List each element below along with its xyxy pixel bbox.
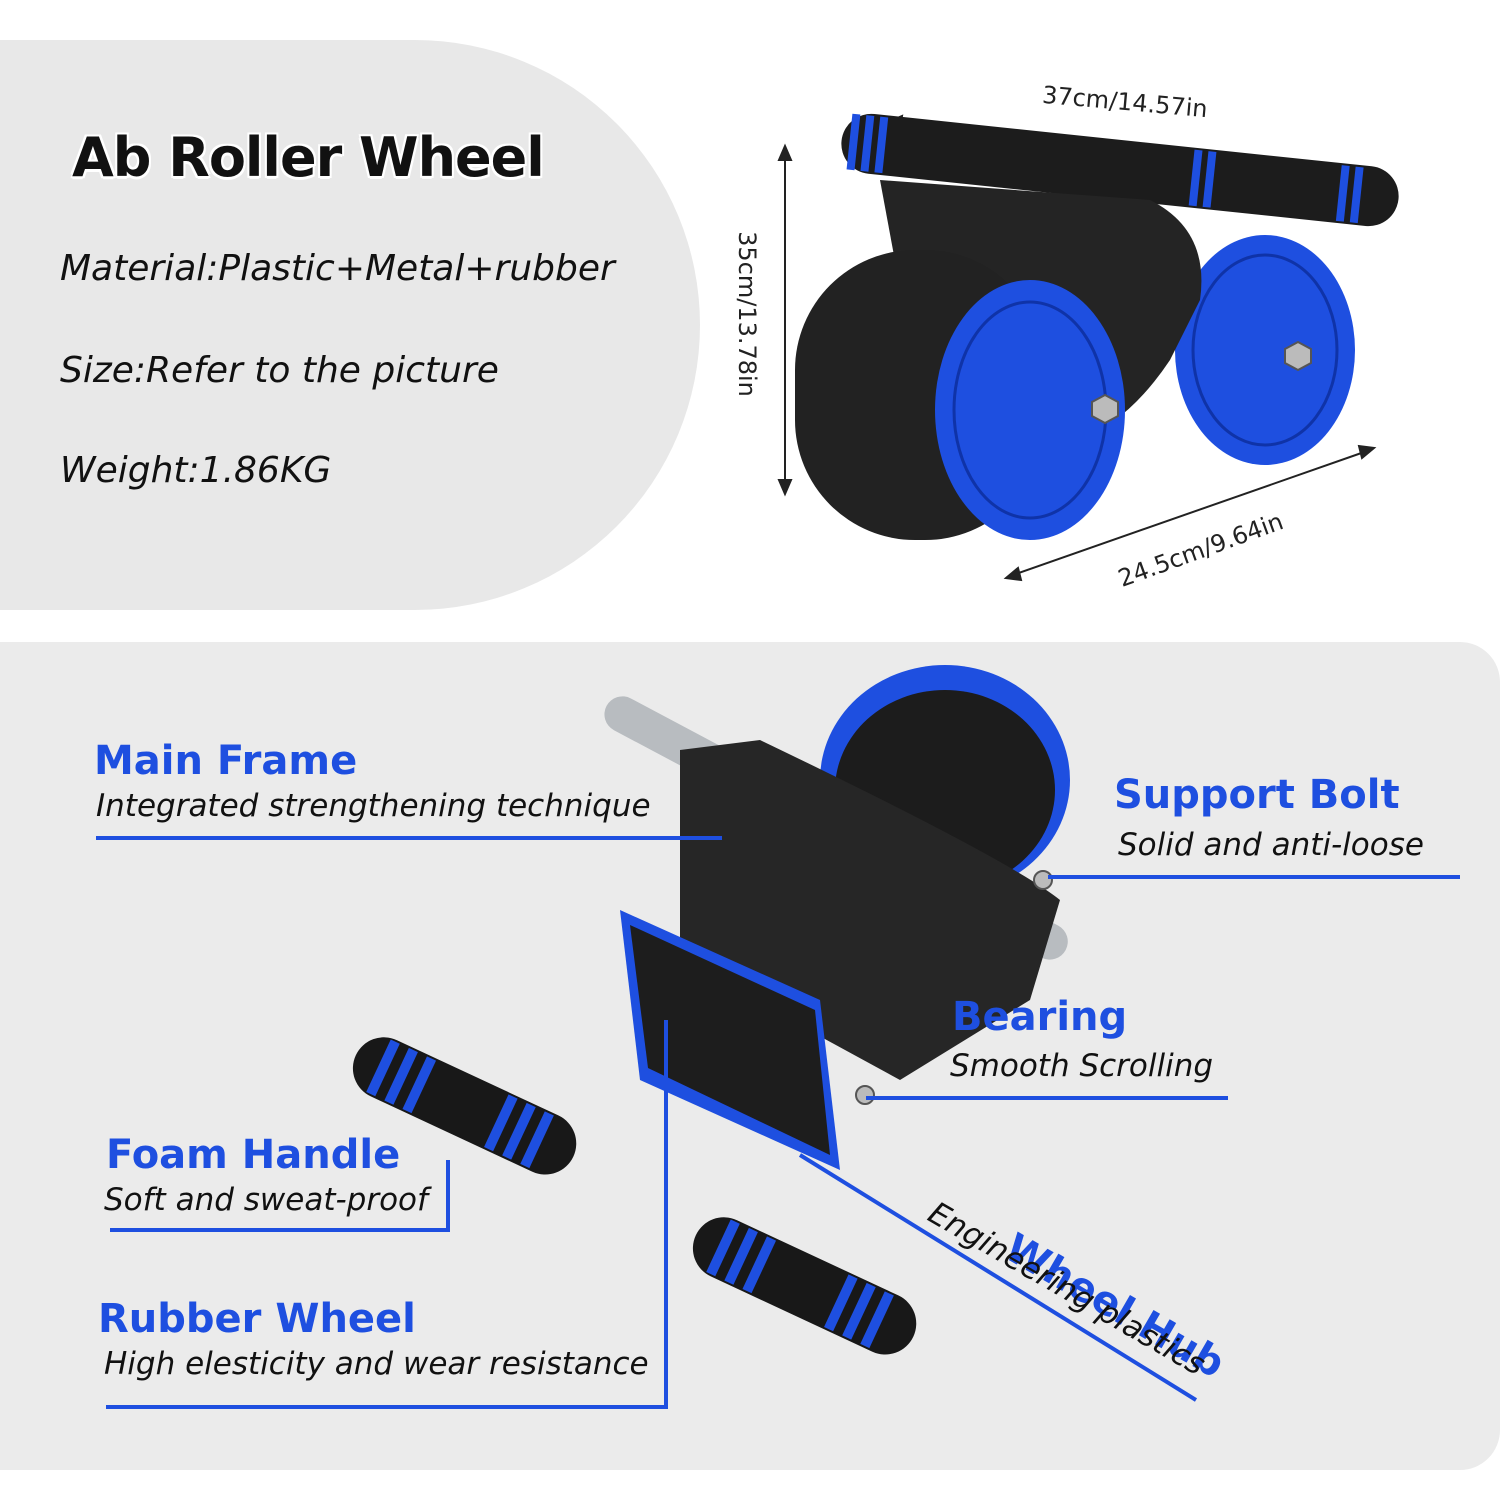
spec-weight: Weight:1.86KG	[60, 450, 332, 491]
callout-foam-handle-title: Foam Handle	[106, 1132, 401, 1178]
foam-handle-leader	[110, 1160, 450, 1232]
foam-handle-upper	[352, 1037, 577, 1175]
callout-support-bolt-subtitle: Solid and anti-loose	[1118, 827, 1424, 863]
callout-main-frame-subtitle: Integrated strengthening technique	[96, 788, 651, 824]
callout-foam-handle-subtitle: Soft and sweat-proof	[104, 1182, 428, 1218]
depth-dimension-arrow	[1003, 444, 1377, 582]
callout-rubber-wheel-title: Rubber Wheel	[98, 1296, 416, 1342]
product-dimension-illustration	[777, 113, 1399, 582]
rubber-wheel-leader	[106, 1020, 668, 1409]
handle-bar	[841, 113, 1399, 227]
wheel-hub-leader	[798, 1153, 1198, 1402]
callout-main-frame-title: Main Frame	[94, 738, 358, 784]
frame-bolts	[1091, 340, 1312, 425]
top-info-panel	[0, 40, 700, 610]
callout-rubber-wheel-subtitle: High elesticity and wear resistance	[104, 1346, 649, 1382]
callout-bearing-subtitle: Smooth Scrolling	[950, 1048, 1214, 1084]
left-wheel	[795, 250, 1125, 540]
right-wheel	[1175, 235, 1355, 465]
front-wheel	[620, 910, 840, 1170]
spec-size: Size:Refer to the picture	[60, 350, 499, 391]
product-title: Ab Roller Wheel	[72, 126, 545, 189]
spec-material: Material:Plastic+Metal+rubber	[60, 248, 615, 289]
callout-bearing-title: Bearing	[952, 994, 1128, 1040]
height-dimension-arrow	[777, 143, 793, 497]
foam-handle-lower	[692, 1217, 917, 1355]
callout-support-bolt-title: Support Bolt	[1114, 772, 1400, 818]
